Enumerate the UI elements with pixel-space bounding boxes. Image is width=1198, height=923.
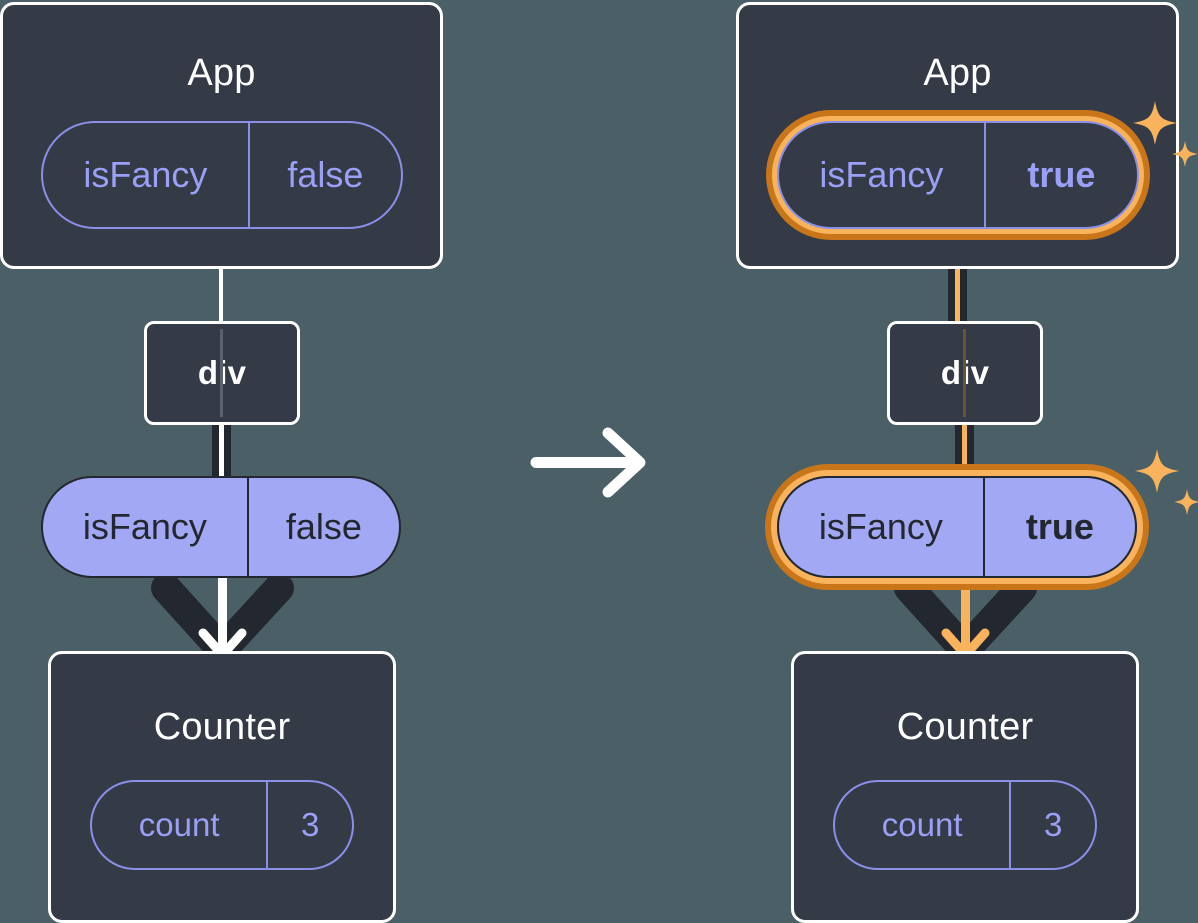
- counter-title: Counter: [153, 706, 291, 748]
- counter-state-name: count: [881, 806, 963, 843]
- app-state-pill: isFancy false: [41, 121, 403, 229]
- counter-title: Counter: [896, 706, 1034, 748]
- counter-state-value: 3: [1009, 782, 1095, 868]
- app-state-value: true: [983, 123, 1137, 227]
- app-title: App: [187, 52, 256, 94]
- transition-arrow: [530, 425, 650, 500]
- panel-before: App isFancy false div isFancy false: [0, 0, 599, 923]
- counter-state-pill: count 3: [90, 780, 354, 870]
- connector-through-div: [220, 329, 223, 417]
- app-title: App: [923, 52, 992, 94]
- counter-state-value: 3: [266, 782, 352, 868]
- counter-state-pill: count 3: [833, 780, 1097, 870]
- app-pill-highlight-outer: [766, 110, 1150, 240]
- props-pill-highlight-outer: [765, 464, 1149, 590]
- arrow-right-icon: [530, 427, 646, 498]
- counter-component-box: Counter: [48, 651, 396, 923]
- connector-app-to-div: [219, 262, 223, 324]
- props-pill: isFancy true: [777, 476, 1137, 578]
- props-name: isFancy: [818, 506, 943, 547]
- connector-through-div: [963, 329, 966, 417]
- app-state-value: false: [247, 123, 401, 227]
- props-pill-highlight-inner: [771, 470, 1143, 584]
- panel-after: App isFancy true div: [599, 0, 1198, 923]
- props-value: true: [982, 478, 1135, 576]
- app-state-pill: isFancy true: [777, 121, 1139, 229]
- props-pill: isFancy false: [41, 476, 401, 578]
- app-state-name: isFancy: [83, 154, 208, 195]
- connector-div-to-props: [212, 420, 231, 482]
- props-name: isFancy: [82, 506, 207, 547]
- app-pill-highlight-inner: [772, 116, 1144, 234]
- counter-state-name: count: [138, 806, 220, 843]
- app-state-name: isFancy: [819, 154, 944, 195]
- props-value: false: [246, 478, 399, 576]
